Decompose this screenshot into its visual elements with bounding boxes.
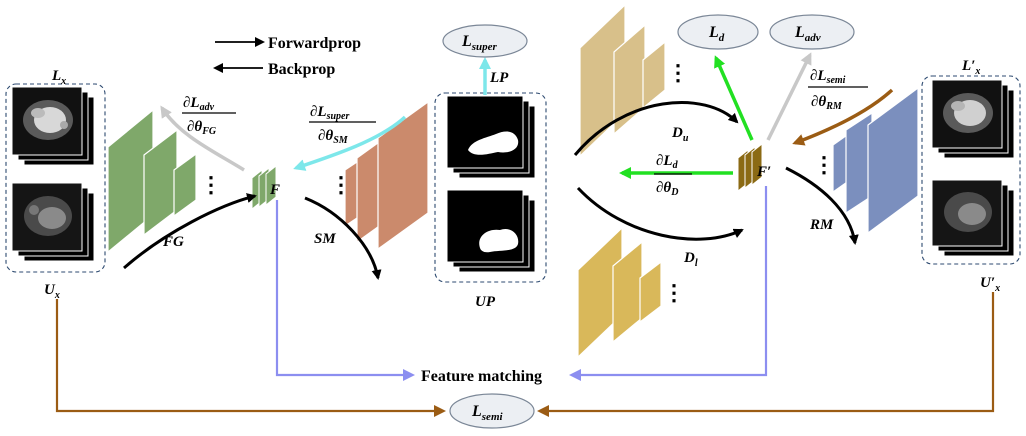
dl-to-fprime-arrow [576, 186, 744, 241]
dl-ellipsis: ⋮ [663, 280, 685, 305]
grad-semi-arrow [792, 88, 894, 146]
reconstruction-module-rm: ⋮ RM [809, 86, 919, 235]
ux-label: Ux [44, 282, 60, 301]
ux-prime-label: U′x [980, 275, 1000, 294]
fprime-to-rm-arrow [785, 166, 859, 245]
du-label: Du [671, 125, 689, 144]
f-to-sm-arrow [304, 196, 382, 280]
segmentation-module-sm: ⋮ SM [314, 100, 429, 251]
svg-text:Lsuper: Lsuper [461, 33, 498, 53]
du-ellipsis: ⋮ [667, 60, 689, 85]
output-box-right [921, 75, 1021, 265]
legend-backprop: Backprop [268, 61, 335, 78]
fg-label: FG [162, 234, 184, 250]
semi-supervised-connector: Lsemi [55, 292, 995, 429]
svg-text:∂Lsemi: ∂Lsemi [810, 68, 846, 86]
feature-f: F [251, 164, 280, 211]
f-prime-label: F′ [756, 164, 771, 180]
svg-text:∂θRM: ∂θRM [811, 94, 843, 112]
lx-label: Lx [51, 68, 66, 87]
loss-super: Lsuper [442, 24, 528, 58]
f-label: F [269, 182, 280, 198]
input-box-left [5, 83, 106, 273]
svg-text:∂θSM: ∂θSM [318, 128, 349, 146]
fprime-to-ld-arrow [714, 55, 754, 141]
loss-semi: Lsemi [449, 393, 535, 429]
legend-forwardprop: Forwardprop [268, 35, 361, 52]
svg-text:Lsemi: Lsemi [471, 403, 504, 423]
discriminator-du: ⋮ Du [579, 3, 689, 158]
reconstructed-unlabeled-stack [931, 179, 1015, 257]
feature-generator-fg: ⋮ FG [107, 108, 222, 254]
reconstructed-output-box: L′x U′x [921, 58, 1021, 294]
svg-text:∂Ladv: ∂Ladv [183, 95, 215, 113]
prediction-box-up: UP [434, 92, 547, 310]
feature-matching-connector: Feature matching [275, 186, 768, 385]
feature-matching-label: Feature matching [421, 368, 542, 385]
uxprime-to-lsemi-line [537, 292, 995, 417]
sm-ellipsis: ⋮ [330, 172, 352, 197]
legend: Forwardprop Backprop [213, 35, 361, 78]
labeled-input-box: Lx Ux [5, 68, 106, 301]
grad-semi-rm: ∂Lsemi ∂θRM [808, 68, 868, 112]
ux-to-lsemi-line [55, 299, 446, 417]
svg-text:∂θD: ∂θD [656, 180, 678, 198]
sm-label: SM [314, 231, 336, 247]
rm-ellipsis: ⋮ [813, 152, 835, 177]
grad-super-sm: ∂Lsuper ∂θSM [309, 104, 376, 146]
segmentation-mask-unlabeled [479, 228, 519, 253]
svg-text:Ladv: Ladv [794, 24, 821, 44]
reconstructed-labeled-stack [931, 79, 1015, 159]
svg-text:∂θFG: ∂θFG [187, 119, 217, 137]
svg-text:Ld: Ld [708, 24, 725, 44]
grad-super-arrow [293, 115, 407, 171]
fprime-to-feature-matching-line [569, 186, 768, 381]
loss-d: Ld [677, 14, 759, 50]
segmentation-mask-labeled [468, 131, 519, 155]
svg-text:∂Lsuper: ∂Lsuper [310, 104, 349, 122]
labeled-image-stack [11, 86, 95, 166]
grad-d: ∂Ld ∂θD [654, 153, 692, 198]
feature-f-prime: F′ [737, 142, 771, 193]
up-box [434, 92, 547, 283]
svg-text:∂Ld: ∂Ld [656, 153, 679, 171]
rm-label: RM [809, 217, 834, 233]
fprime-to-ladv-arrow [766, 52, 812, 141]
unlabeled-image-stack [11, 182, 95, 262]
grad-adv-arrow [160, 105, 245, 172]
fg-ellipsis: ⋮ [200, 172, 222, 197]
dl-label: Dl [683, 250, 698, 269]
loss-adv: Ladv [769, 14, 855, 50]
up-label: UP [475, 294, 496, 310]
lx-prime-label: L′x [961, 58, 980, 77]
lp-label: LP [489, 70, 509, 86]
grad-adv-fg: ∂Ladv ∂θFG [182, 95, 236, 137]
f-to-feature-matching-line [275, 200, 415, 381]
fg-to-f-arrow [123, 193, 257, 270]
du-to-fprime-arrow [573, 101, 739, 156]
discriminator-dl: ⋮ Dl [577, 226, 698, 359]
